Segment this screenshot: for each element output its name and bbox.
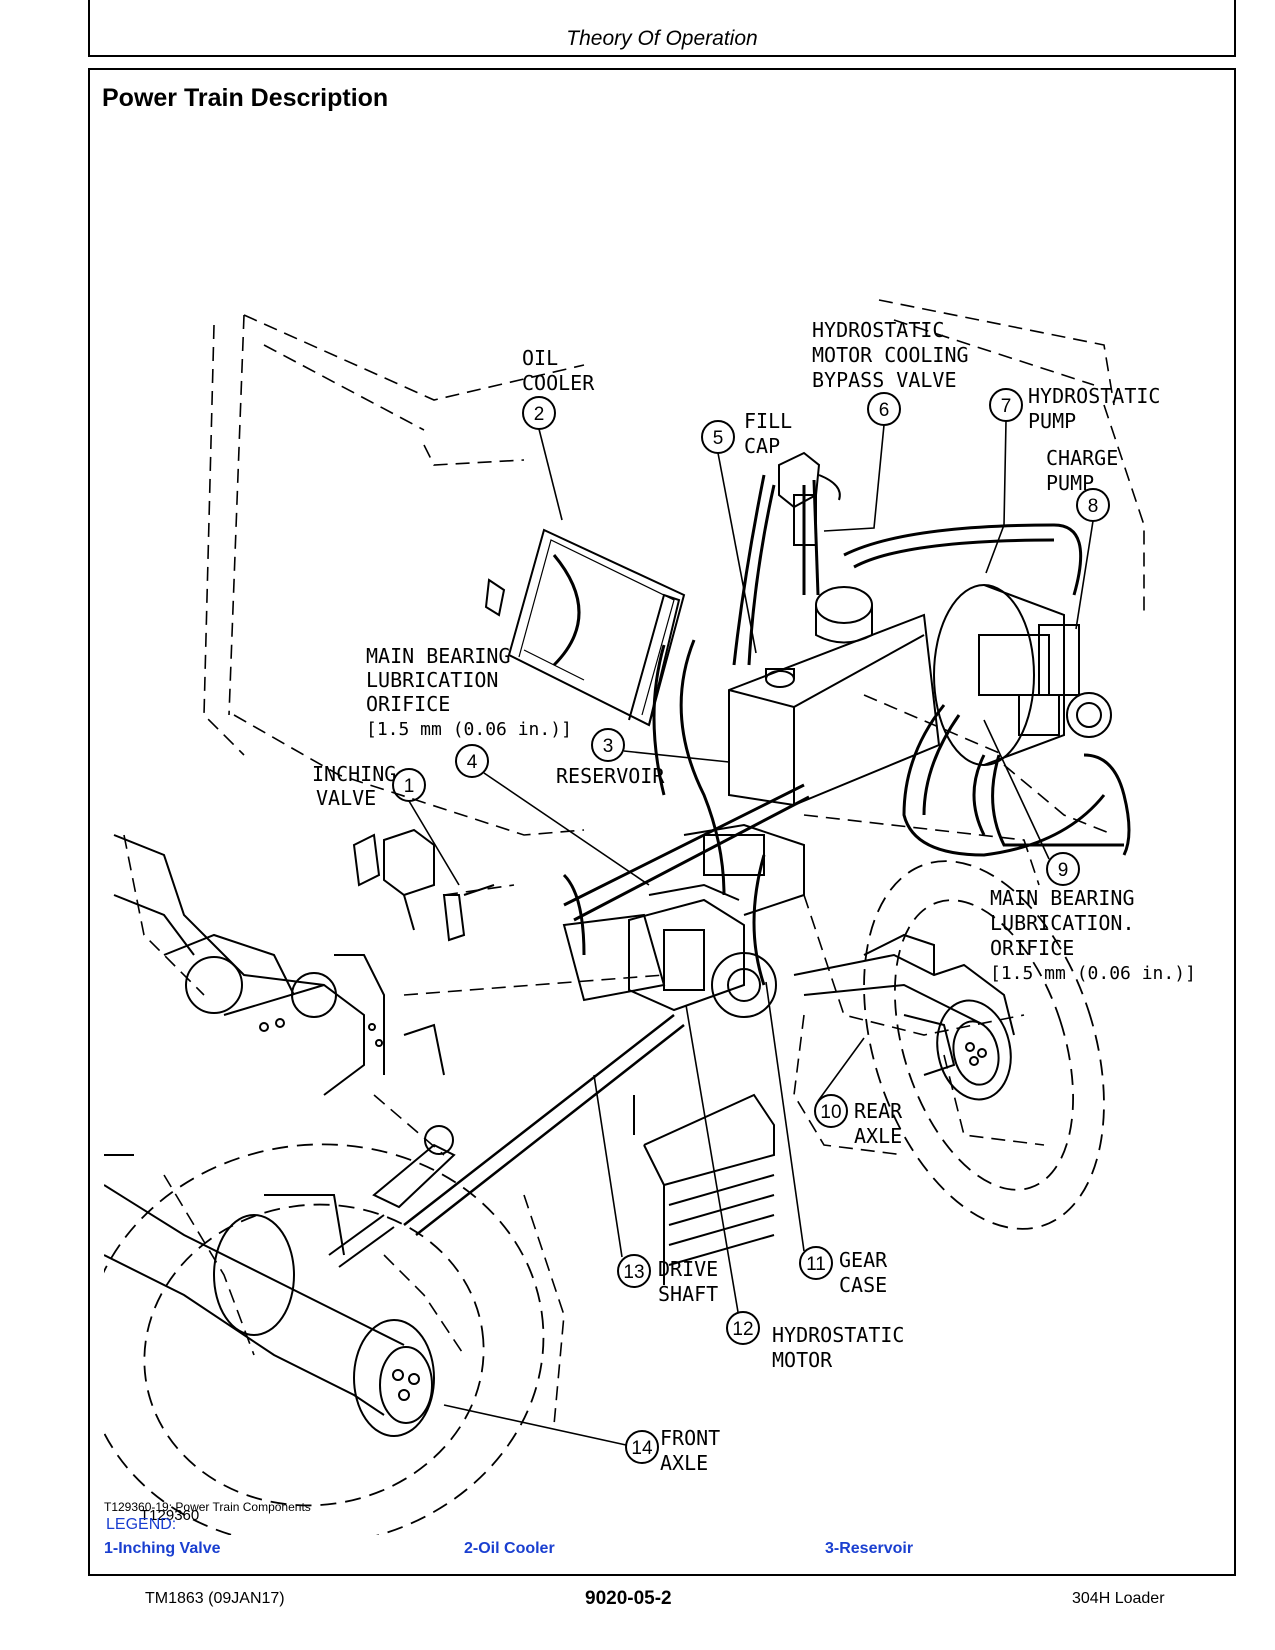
callout-4-number: 4 [467, 752, 478, 773]
callout-2-number: 2 [534, 404, 545, 425]
legend-item-inching-valve[interactable]: 1-Inching Valve [104, 1540, 221, 1557]
callout-13-label-line1: DRIVE [658, 1257, 718, 1281]
callout-10-label-line2: AXLE [854, 1124, 902, 1148]
callout-5-number: 5 [713, 428, 724, 449]
callout-1-label-line2: VALVE [316, 786, 376, 810]
callout-3-label: RESERVOIR [556, 764, 665, 788]
callout-10-number: 10 [820, 1102, 841, 1123]
callout-9-label-line1: MAIN BEARING [990, 886, 1135, 910]
footer-manual-id: TM1863 (09JAN17) [145, 1590, 285, 1607]
callout-12-number: 12 [732, 1319, 753, 1340]
callout-12-label-line2: MOTOR [772, 1348, 833, 1372]
callout-10-label-line1: REAR [854, 1099, 903, 1123]
section-title: Power Train Description [102, 84, 389, 112]
callout-4-label-line4: [1.5 mm (0.06 in.)] [366, 719, 572, 740]
callout-4-label-line3: ORIFICE [366, 692, 450, 716]
footer-model: 304H Loader [1072, 1590, 1165, 1607]
callout-9-number: 9 [1058, 860, 1069, 881]
callout-3-number: 3 [603, 736, 614, 757]
callout-7-number: 7 [1001, 396, 1012, 417]
figure-caption: T129360-19: Power Train Components [104, 1500, 311, 1514]
callout-13-number: 13 [623, 1262, 644, 1283]
content-box: Power Train Description [88, 68, 1236, 1576]
callout-14-number: 14 [631, 1438, 653, 1459]
callout-2-label-line1: OIL [522, 346, 558, 370]
callout-2-label-line2: COOLER [522, 371, 595, 395]
callout-9-label-line3: ORIFICE [990, 936, 1074, 960]
figure-code: T129360 [140, 1507, 200, 1524]
callout-1-number: 1 [404, 776, 415, 797]
callout-12-label-line1: HYDROSTATIC [772, 1323, 904, 1347]
header-box: Theory Of Operation [88, 0, 1236, 57]
callout-11-label-line2: CASE [839, 1273, 887, 1297]
callout-6-number: 6 [879, 400, 890, 421]
callout-4-label-line1: MAIN BEARING [366, 644, 511, 668]
callout-8-number: 8 [1088, 496, 1099, 517]
callout-9-label-line4: [1.5 mm (0.06 in.)] [990, 963, 1196, 984]
power-train-drawing: 1 2 3 4 5 6 7 8 9 10 11 12 13 14 INCHING… [104, 299, 1196, 1535]
callout-11-label-line1: GEAR [839, 1248, 888, 1272]
callout-7-label-line1: HYDROSTATIC [1028, 384, 1160, 408]
legend-title: LEGEND: [106, 1516, 177, 1533]
callout-6-label-line1: HYDROSTATIC [812, 318, 944, 342]
power-train-figure: 1 2 3 4 5 6 7 8 9 10 11 12 13 14 INCHING… [104, 195, 1224, 1535]
callout-9-label-line2: LUBRICATION. [990, 911, 1135, 935]
callout-13-label-line2: SHAFT [658, 1282, 718, 1306]
header-title: Theory Of Operation [566, 27, 758, 50]
callout-14-label-line2: AXLE [660, 1451, 708, 1475]
callout-4-label-line2: LUBRICATION [366, 668, 498, 692]
callout-6-label-line3: BYPASS VALVE [812, 368, 957, 392]
legend-item-reservoir[interactable]: 3-Reservoir [825, 1540, 914, 1557]
callout-5-label-line1: FILL [744, 409, 792, 433]
callout-7-label-line2: PUMP [1028, 409, 1076, 433]
callout-1-label-line1: INCHING [312, 762, 396, 786]
legend-item-oil-cooler[interactable]: 2-Oil Cooler [464, 1540, 555, 1557]
footer-page-number: 9020-05-2 [585, 1588, 672, 1609]
callout-11-number: 11 [806, 1254, 826, 1275]
callout-8-label-line1: CHARGE [1046, 446, 1118, 470]
callout-8-label-line2: PUMP [1046, 471, 1094, 495]
callout-6-label-line2: MOTOR COOLING [812, 343, 969, 367]
callout-14-label-line1: FRONT [660, 1426, 720, 1450]
callout-5-label-line2: CAP [744, 434, 780, 458]
